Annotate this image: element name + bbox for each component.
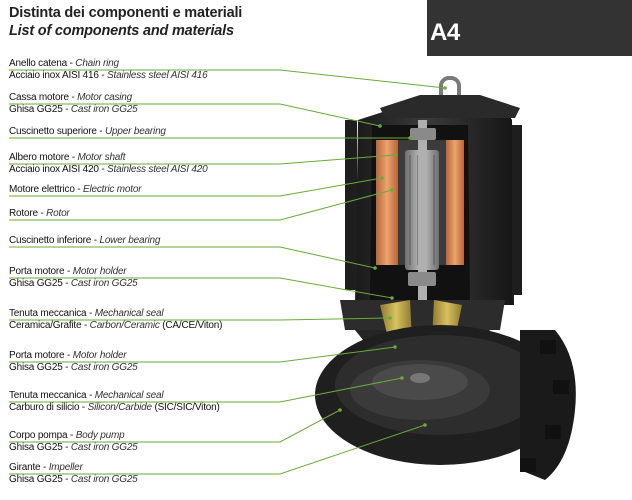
leader-dot — [388, 316, 392, 320]
component-name: Anello catena - Chain ring — [9, 58, 119, 69]
leader-dot — [408, 136, 412, 140]
leader-dot — [393, 345, 397, 349]
leader-dot — [390, 296, 394, 300]
leader-line — [9, 409, 341, 443]
component-material: Carburo di silicio - Silicon/Carbide (SI… — [9, 402, 220, 413]
leader-line — [9, 154, 396, 165]
leader-dot — [338, 408, 342, 412]
leader-line — [9, 103, 381, 127]
motor-shaft — [418, 120, 427, 360]
component-material: Ghisa GG25 - Cast iron GG25 — [9, 278, 138, 289]
component-name: Cuscinetto inferiore - Lower bearing — [9, 235, 161, 246]
leader-line — [9, 277, 393, 299]
component-name: Motore elettrico - Electric motor — [9, 184, 142, 195]
component-material: Acciaio inox AISI 416 - Stainless steel … — [9, 70, 208, 81]
page-subtitle: List of components and materials — [9, 23, 234, 39]
component-material: Ghisa GG25 - Cast iron GG25 — [9, 442, 138, 453]
component-material: Acciaio inox AISI 420 - Stainless steel … — [9, 164, 208, 175]
component-name: Cassa motore - Motor casing — [9, 92, 132, 103]
leader-line — [9, 69, 446, 89]
component-name: Tenuta meccanica - Mechanical seal — [9, 390, 164, 401]
leader-line — [9, 189, 393, 221]
impeller — [350, 360, 490, 420]
leader-line — [9, 177, 383, 197]
section-badge-label: A4 — [430, 19, 460, 46]
component-label: Motore elettrico - Electric motor — [9, 184, 142, 196]
leader-dot — [423, 423, 427, 427]
component-material: Ghisa GG25 - Cast iron GG25 — [9, 474, 138, 485]
leader-dot — [393, 153, 397, 157]
component-label: Rotore - Rotor — [9, 208, 70, 220]
component-name: Corpo pompa - Body pump — [9, 430, 125, 441]
component-material: Ghisa GG25 - Cast iron GG25 — [9, 362, 138, 373]
component-name: Rotore - Rotor — [9, 208, 70, 219]
leader-dot — [443, 86, 447, 90]
component-name: Girante - Impeller — [9, 462, 83, 473]
component-label: Cuscinetto superiore - Upper bearing — [9, 126, 166, 138]
component-material: Ghisa GG25 - Cast iron GG25 — [9, 104, 138, 115]
leader-line — [9, 377, 403, 403]
component-name: Albero motore - Motor shaft — [9, 152, 126, 163]
component-name: Tenuta meccanica - Mechanical seal — [9, 308, 164, 319]
component-name: Cuscinetto superiore - Upper bearing — [9, 126, 166, 137]
leader-dot — [390, 188, 394, 192]
lower-bearing — [408, 272, 436, 286]
component-material: Ceramica/Grafite - Carbon/Ceramic (CA/CE… — [9, 320, 223, 331]
section-badge: A4 — [427, 0, 632, 56]
leader-lines — [9, 69, 447, 475]
leader-line — [9, 246, 376, 269]
page-title: Distinta dei componenti e materiali — [9, 5, 243, 21]
leader-dot — [378, 124, 382, 128]
component-name: Porta motore - Motor holder — [9, 266, 127, 277]
leader-line — [9, 317, 391, 321]
component-label: Cuscinetto inferiore - Lower bearing — [9, 235, 160, 247]
leader-line — [9, 346, 396, 363]
leader-dot — [373, 266, 377, 270]
component-name: Porta motore - Motor holder — [9, 350, 127, 361]
leader-line — [9, 424, 426, 475]
leader-dot — [380, 176, 384, 180]
leader-dot — [400, 376, 404, 380]
upper-bearing — [410, 128, 436, 140]
